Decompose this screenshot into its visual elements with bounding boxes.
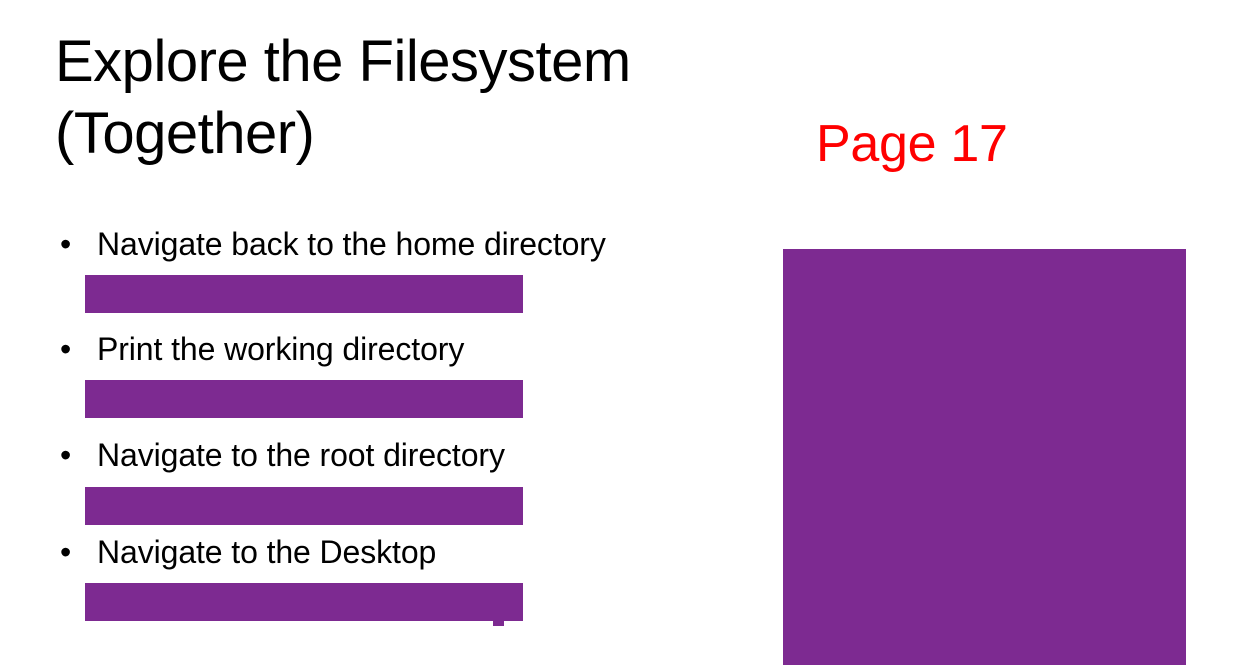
bullet-row: • Navigate to the root directory (55, 433, 775, 479)
bullet-item-label: Print the working directory (97, 331, 465, 367)
list-item: • Navigate to the Desktop (55, 530, 775, 635)
bullet-item-label: Navigate to the Desktop (97, 534, 437, 570)
redaction-bar (85, 583, 523, 621)
page-title: Explore the Filesystem (Together) (55, 29, 631, 166)
redaction-bar-descender (493, 621, 504, 626)
bullet-item-label: Navigate back to the home directory (97, 226, 606, 262)
bullet-row: • Navigate back to the home directory (55, 222, 775, 268)
bullet-point-icon: • (60, 437, 72, 473)
bullet-row: • Navigate to the Desktop (55, 530, 775, 576)
bullet-item-label: Navigate to the root directory (97, 437, 505, 473)
bullet-point-icon: • (60, 226, 72, 262)
bullet-point-icon: • (60, 534, 72, 570)
redaction-bar (85, 380, 523, 418)
bullet-row: • Print the working directory (55, 327, 775, 373)
redaction-bar (85, 487, 523, 525)
list-item: • Navigate back to the home directory (55, 222, 775, 327)
image-placeholder-block (783, 249, 1186, 665)
redaction-bar (85, 275, 523, 313)
page-number-label: Page 17 (816, 115, 1008, 173)
bullet-point-icon: • (60, 331, 72, 367)
list-item: • Navigate to the root directory (55, 433, 775, 538)
list-item: • Print the working directory (55, 327, 775, 432)
